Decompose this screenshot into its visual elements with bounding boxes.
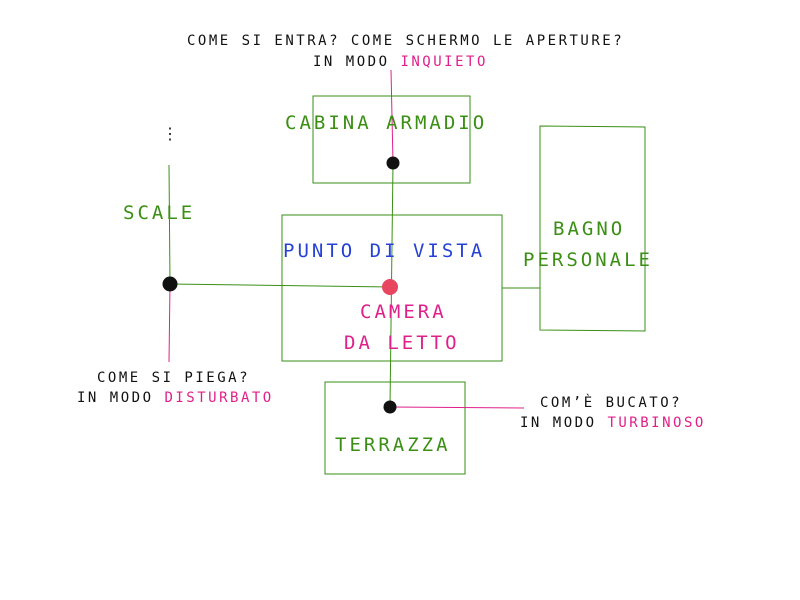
- punto-di-vista-label: PUNTO DI VISTA: [283, 240, 486, 262]
- top-answer-word: INQUIETO: [400, 54, 488, 70]
- terrazza-label: TERRAZZA: [335, 434, 451, 456]
- top-leader-line: [390, 69, 394, 164]
- left-question: COME SI PIEGA?: [97, 370, 251, 386]
- scale-label: SCALE: [123, 202, 196, 224]
- da-letto-label: DA LETTO: [344, 332, 460, 354]
- personale-label: PERSONALE: [523, 249, 653, 271]
- cabina-armadio-label: CABINA ARMADIO: [285, 112, 488, 134]
- left-leader-line: [168, 283, 171, 363]
- scale-point: [162, 276, 178, 292]
- horizontal-axis-line: [169, 283, 391, 288]
- cabina-point: [386, 156, 400, 170]
- camera-label: CAMERA: [360, 301, 447, 323]
- top-answer: IN MODO INQUIETO: [313, 55, 488, 69]
- right-answer-word: TURBINOSO: [607, 415, 706, 431]
- left-answer-word: DISTURBATO: [164, 390, 274, 406]
- ellipsis-icon: ⋮: [162, 124, 181, 143]
- top-answer-prefix: IN MODO: [313, 54, 390, 70]
- left-answer-prefix: IN MODO: [77, 390, 154, 406]
- top-question: COME SI ENTRA? COME SCHERMO LE APERTURE?: [187, 33, 625, 49]
- terrazza-point: [383, 400, 397, 414]
- right-question: COM’È BUCATO?: [540, 395, 683, 411]
- right-leader-line: [389, 406, 525, 409]
- viewpoint-point: [382, 279, 398, 295]
- bagno-label: BAGNO: [553, 218, 626, 240]
- right-answer: IN MODO TURBINOSO: [520, 416, 706, 430]
- bagno-personale-box: [539, 125, 646, 332]
- scale-axis-line: [168, 164, 171, 285]
- left-answer: IN MODO DISTURBATO: [77, 391, 274, 405]
- right-answer-prefix: IN MODO: [520, 415, 597, 431]
- terrazza-box: [324, 381, 466, 475]
